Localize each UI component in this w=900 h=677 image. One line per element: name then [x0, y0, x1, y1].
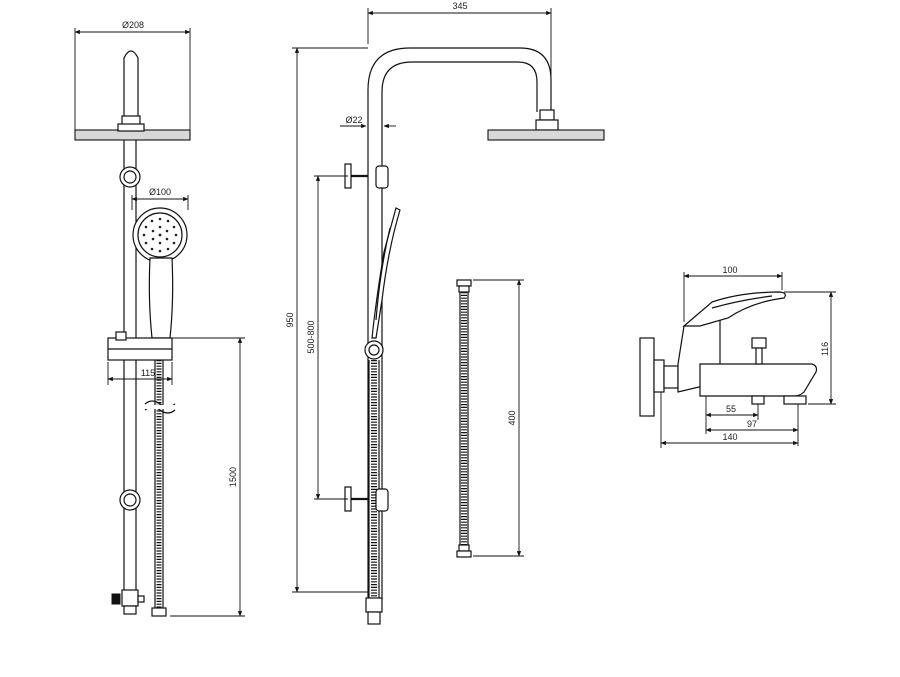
- dim-label-total-height: 950: [285, 312, 295, 327]
- dim-label-spout-97: 97: [747, 419, 757, 429]
- diverter-knob: [751, 337, 767, 349]
- dim-label-flex-hose-length: 400: [507, 410, 517, 425]
- overhead-arm-outer: [367, 47, 552, 176]
- hand-shower-nozzles: [142, 217, 178, 253]
- bath-mixer-view: 100 116 55 97 140: [639, 265, 836, 448]
- front-view: Ø208 Ø100: [74, 20, 245, 617]
- side-view: 345 Ø22: [285, 1, 605, 625]
- dim-label-adjust-range: 500-800: [306, 320, 316, 353]
- hand-shower-side: [371, 207, 401, 339]
- mixer-lever: [682, 291, 786, 327]
- flexible-hose-front: [154, 360, 164, 612]
- mixer-spout: [699, 363, 818, 397]
- dim-label-spout-55: 55: [726, 404, 736, 414]
- hand-shower-handle: [148, 257, 174, 339]
- flex-hose-view: 400: [456, 279, 524, 558]
- dim-label-arm-reach: 345: [452, 1, 467, 11]
- side-bracket-top: [375, 165, 389, 189]
- dim-label-total-depth: 140: [722, 432, 737, 442]
- dim-label-mixer-height: 116: [820, 342, 830, 356]
- diverter-front: [121, 589, 139, 607]
- dim-label-head-diameter: Ø208: [122, 20, 144, 30]
- rain-head-side: [487, 129, 605, 141]
- side-bracket-bottom: [375, 488, 389, 512]
- mixer-wall-flange: [639, 337, 655, 417]
- dim-label-bracket-width: 115: [141, 368, 155, 378]
- dim-label-mixer-width: 100: [722, 265, 737, 275]
- side-holder: [364, 340, 384, 360]
- flexible-hose-side: [368, 360, 380, 600]
- dim-label-hose-length: 1500: [228, 467, 238, 487]
- dim-label-pipe-diameter: Ø22: [345, 115, 362, 125]
- dim-label-hand-diameter: Ø100: [149, 187, 171, 197]
- flex-hose-body: [459, 292, 469, 545]
